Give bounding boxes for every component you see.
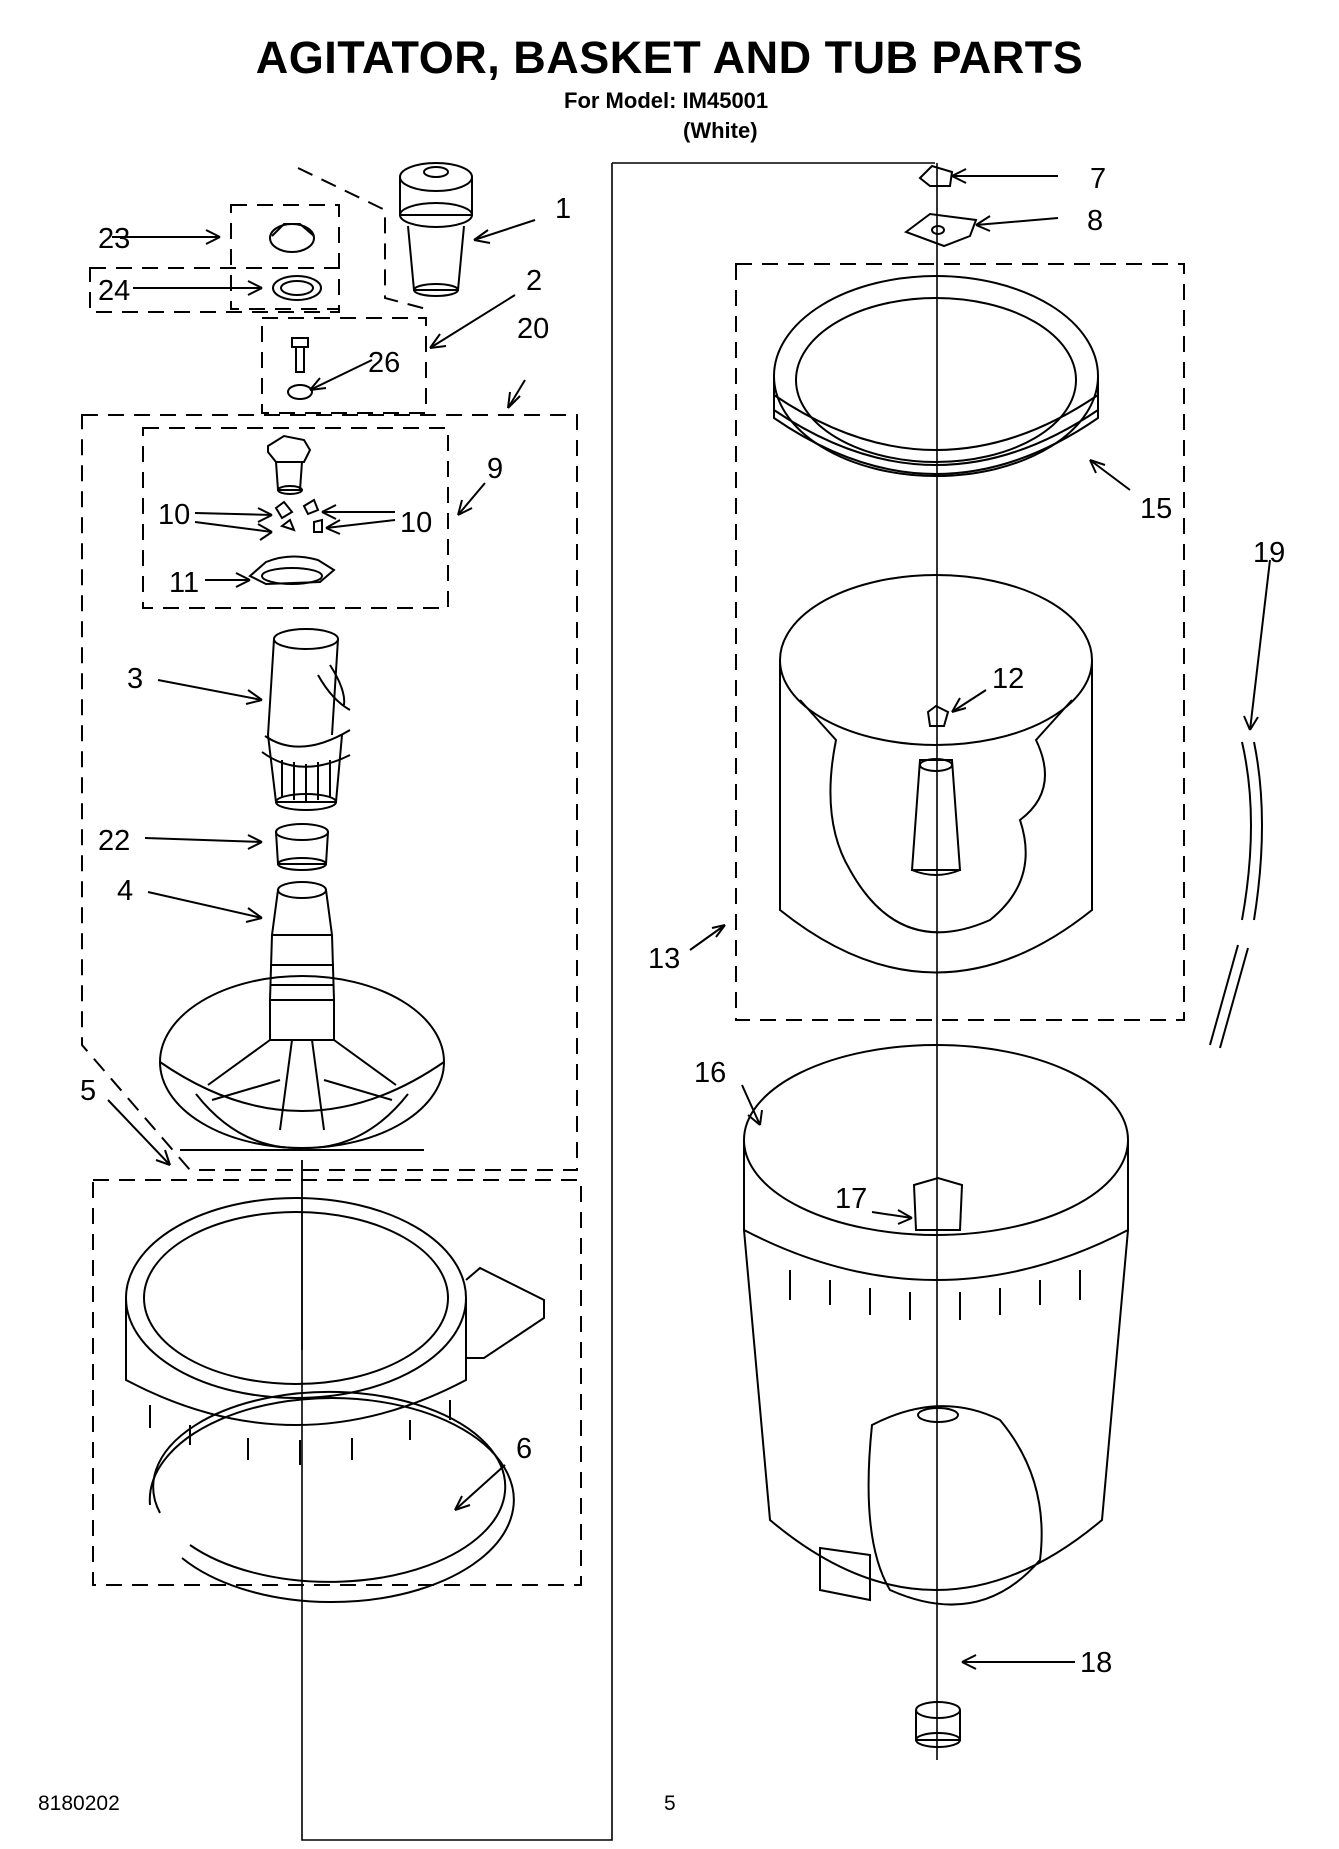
callout-3: 3	[127, 663, 143, 695]
part-4-agitator	[159, 881, 445, 1151]
part-19-hose	[1209, 741, 1263, 1049]
box-23	[230, 204, 340, 310]
callout-23: 23	[98, 223, 130, 255]
part-8-plate	[903, 212, 978, 248]
callout-11: 11	[169, 567, 199, 599]
callout-26: 26	[368, 347, 400, 379]
box-13	[735, 263, 1185, 1021]
part-7-nut	[918, 164, 954, 187]
callout-18: 18	[1080, 1647, 1112, 1679]
page-number: 5	[664, 1792, 676, 1815]
callout-19: 19	[1253, 537, 1285, 569]
callout-2: 2	[526, 265, 542, 297]
callout-1: 1	[555, 193, 571, 225]
box-20	[81, 414, 578, 1171]
part-12-clip	[926, 704, 950, 727]
callout-20: 20	[517, 313, 549, 345]
callout-8: 8	[1087, 205, 1103, 237]
part-17-fitting	[912, 1176, 964, 1231]
page-title: AGITATOR, BASKET AND TUB PARTS	[255, 32, 1084, 83]
leader-arrows	[107, 168, 1271, 1670]
part-18-fitting	[915, 1701, 961, 1748]
part-24-seal	[272, 275, 322, 301]
box-9	[142, 427, 449, 609]
callout-15: 15	[1140, 493, 1172, 525]
assembly-lines	[301, 162, 938, 1841]
callout-24: 24	[98, 275, 130, 307]
callout-12: 12	[992, 663, 1024, 695]
part-16-tub	[743, 1044, 1129, 1606]
cap-link-line	[297, 167, 431, 311]
document-number: 8180202	[38, 1792, 120, 1815]
part-6-snap-ring	[148, 1390, 515, 1604]
callout-22: 22	[98, 825, 130, 857]
part-11-ring	[248, 555, 336, 586]
callout-5: 5	[80, 1075, 96, 1107]
callout-17: 17	[835, 1183, 867, 1215]
part-26-bolt	[287, 337, 313, 400]
callout-labels: 1 2 3 4 5 6 7 8 9 10 10 11 12 13 15 16 1…	[80, 163, 1285, 1679]
part-15-balance-ring	[773, 275, 1099, 477]
callout-7: 7	[1090, 163, 1106, 195]
callout-16: 16	[694, 1057, 726, 1089]
part-23-cap	[269, 223, 315, 253]
callout-4: 4	[117, 875, 133, 907]
box-5	[92, 1179, 582, 1586]
box-2-26	[261, 317, 427, 414]
callout-10-right: 10	[400, 507, 432, 539]
part-9-cam	[248, 434, 336, 586]
part-13-basket	[779, 574, 1093, 974]
connector-line	[301, 163, 613, 1841]
part-1-cap	[399, 162, 473, 297]
part-22-ratchet	[275, 823, 329, 871]
callout-9: 9	[487, 453, 503, 485]
group-boxes	[81, 167, 1185, 1586]
box-24	[89, 267, 340, 313]
color-line: (White)	[683, 118, 758, 143]
part-5-ring	[125, 1197, 545, 1465]
dogs-10	[274, 498, 323, 533]
part-3-barrel	[261, 628, 351, 811]
callout-6: 6	[516, 1433, 532, 1465]
model-line: For Model: IM45001	[564, 88, 769, 113]
callout-10-left: 10	[158, 499, 190, 531]
callout-13: 13	[648, 943, 680, 975]
